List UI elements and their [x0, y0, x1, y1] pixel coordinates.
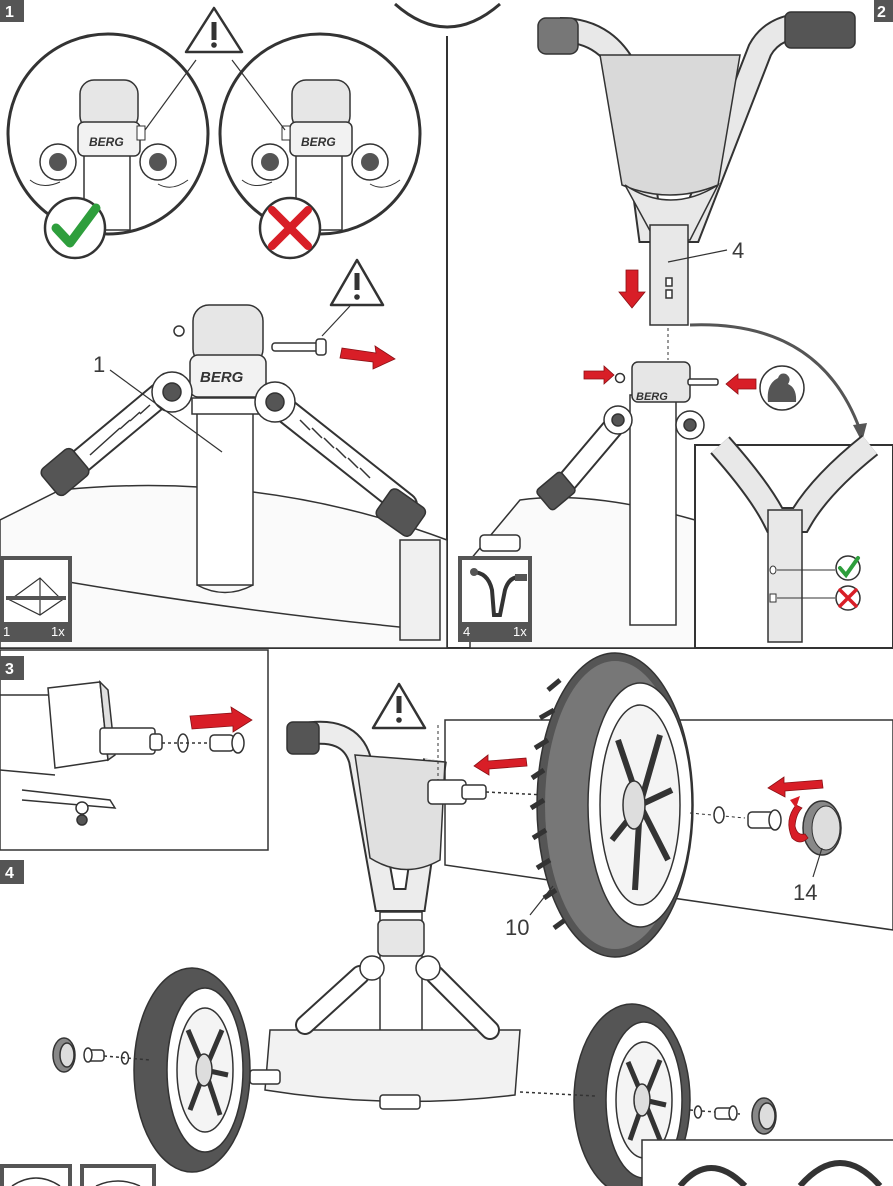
insert-nut-arrow	[583, 365, 615, 385]
svg-text:BERG: BERG	[636, 391, 668, 403]
right-shock-absorber	[254, 381, 427, 537]
ref-part-1: 1	[3, 624, 10, 639]
rear-wheel-left	[133, 967, 251, 1173]
step-1-badge	[0, 0, 24, 22]
detail-hole-check	[694, 434, 893, 649]
insert-bolt-arrow	[725, 373, 757, 395]
warning-triangle-icon	[329, 258, 385, 307]
insert-down-arrow	[618, 269, 646, 309]
svg-text:BERG: BERG	[89, 135, 124, 149]
ref-qty-1: 1x	[51, 624, 65, 639]
part-reference-box-1: 1 1x	[0, 556, 72, 642]
fork-assembly-step-1: BERG	[0, 304, 448, 649]
step-4-badge	[0, 860, 24, 884]
washer	[713, 806, 725, 824]
push-wheel-arrow	[473, 754, 528, 776]
step-4-number: 4	[5, 865, 14, 882]
step-3-number: 3	[5, 661, 14, 678]
part-label-14: 14	[793, 880, 817, 905]
step-2: 2 4 BERG	[458, 0, 893, 649]
cross-mark-icon	[258, 196, 322, 260]
step-2-badge	[874, 0, 893, 22]
hub-cap	[802, 800, 842, 856]
detail-correct-orientation: BERG	[6, 32, 210, 236]
handlebar	[537, 11, 856, 326]
rear-wheel-right	[573, 1003, 691, 1186]
detail-pointer-arrow	[689, 323, 862, 431]
check-mark-icon	[43, 196, 107, 260]
part-label-10: 10	[505, 915, 529, 940]
bottom-reference-boxes	[0, 1139, 893, 1186]
svg-text:BERG: BERG	[200, 369, 244, 386]
step-4: 4	[0, 652, 893, 1186]
step-3: 3	[0, 649, 269, 851]
left-wheel-hardware	[52, 1037, 151, 1073]
step-1-number: 1	[5, 4, 14, 21]
trike-frame	[249, 720, 521, 1110]
cross-mark-icon	[835, 585, 861, 611]
ref-part-4: 4	[463, 624, 470, 639]
warning-triangle-icon	[371, 682, 427, 730]
part-reference-box-4: 4 1x	[458, 556, 532, 642]
check-mark-icon	[835, 555, 861, 581]
rotate-cap-arrow	[788, 804, 809, 843]
left-shock-absorber	[40, 371, 193, 497]
push-cap-arrow	[767, 776, 824, 798]
detail-wrong-orientation: BERG	[218, 32, 422, 236]
step-1: 1 BERG BERG	[0, 0, 448, 649]
axle-stub	[427, 779, 546, 805]
remove-bolt-arrow	[339, 345, 396, 370]
step-3-badge	[0, 656, 24, 680]
warning-triangle-icon	[184, 6, 244, 54]
axle-bolt	[747, 809, 782, 831]
part-label-1: 1	[93, 352, 105, 377]
part-label-4: 4	[732, 238, 744, 263]
ref-qty-4: 1x	[513, 624, 527, 639]
right-wheel-hardware	[519, 1091, 777, 1135]
wheel-detail	[529, 652, 694, 958]
svg-text:BERG: BERG	[301, 135, 336, 149]
top-center-tab	[394, 2, 501, 29]
remove-axle-parts-arrow	[189, 706, 253, 733]
step-2-number: 2	[877, 4, 886, 21]
rear-axle-detail	[0, 679, 245, 826]
flexed-arm-icon	[759, 365, 805, 411]
